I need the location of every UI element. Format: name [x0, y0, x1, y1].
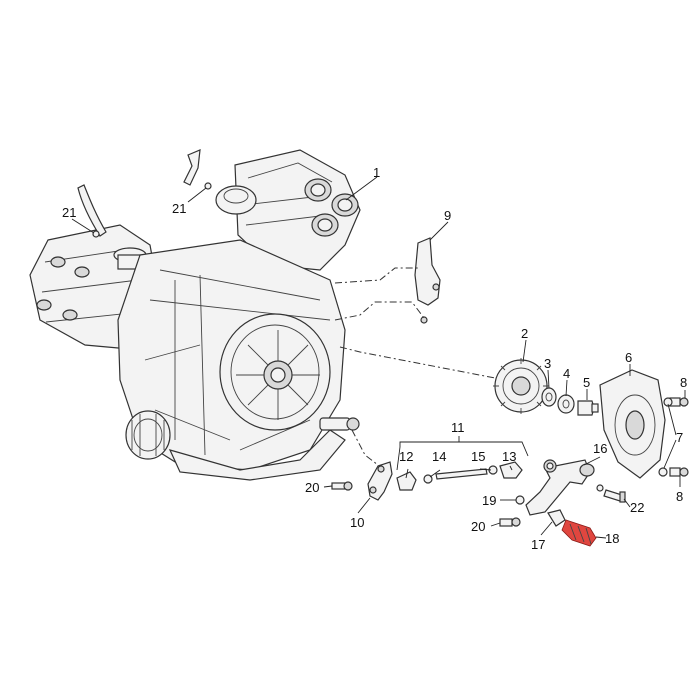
callout-21-top: 21: [172, 201, 186, 216]
ball-joint-part-13: [499, 461, 523, 479]
bushing-part-7-top: [663, 397, 673, 407]
bracket-part-9: [414, 237, 441, 324]
callout-12: 12: [399, 449, 413, 464]
screw-part-20-left: [331, 481, 353, 491]
callout-8-bottom: 8: [676, 489, 683, 504]
callout-3: 3: [544, 356, 551, 371]
callout-2: 2: [521, 326, 528, 341]
gear-pedal-part-16: [525, 459, 595, 516]
callout-20-bottom: 20: [471, 519, 485, 534]
callout-6: 6: [625, 350, 632, 365]
lockplate-part-4: [557, 394, 575, 414]
callout-9: 9: [444, 208, 451, 223]
washer-part-3: [541, 387, 557, 407]
callout-5: 5: [583, 375, 590, 390]
callout-21-left: 21: [62, 205, 76, 220]
engine-assembly: [29, 149, 361, 481]
callout-15: 15: [471, 449, 485, 464]
callout-20-left: 20: [305, 480, 319, 495]
shift-lever-part-10: [367, 461, 393, 501]
callout-14: 14: [432, 449, 446, 464]
callout-1: 1: [373, 165, 380, 180]
callout-16: 16: [593, 441, 607, 456]
callout-8-top: 8: [680, 375, 687, 390]
bolt-part-17: [547, 509, 566, 527]
callout-7: 7: [676, 430, 683, 445]
bushing-part-7-bottom: [658, 467, 668, 477]
callout-18: 18: [605, 531, 619, 546]
breather-hose-top: [183, 149, 212, 190]
callout-11: 11: [451, 420, 465, 435]
screw-part-22: [596, 484, 626, 503]
callout-labels: 1 9 2 3 4 5 6 8 7 8 21 21 20 10 11 12 14…: [62, 165, 687, 552]
assembly-lines: [334, 267, 496, 466]
callout-10: 10: [350, 515, 364, 530]
screw-part-20-bottom: [499, 517, 521, 527]
rod-part-11: [435, 468, 488, 480]
screw-part-8-bottom: [669, 467, 689, 477]
pedal-rubber-part-18: [561, 519, 597, 547]
breather-hose-left: [77, 184, 107, 238]
sprocket-cover-part-6: [599, 369, 666, 479]
callout-13: 13: [502, 449, 516, 464]
callout-19: 19: [482, 493, 496, 508]
callout-17: 17: [531, 537, 545, 552]
bolt-part-5: [577, 400, 599, 416]
screw-part-8-top: [669, 397, 689, 407]
washer-part-19: [515, 495, 525, 505]
callout-22: 22: [630, 500, 644, 515]
ball-joint-part-12: [396, 471, 417, 491]
callout-4: 4: [563, 366, 570, 381]
leader-lines: [71, 176, 686, 539]
sprocket-part-2: [493, 358, 549, 414]
